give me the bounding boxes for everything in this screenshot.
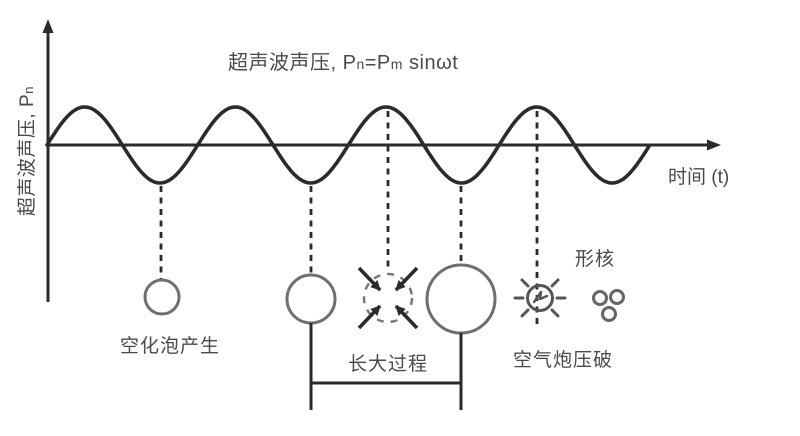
chart-title: 超声波声压, Pn=Pm sinωt bbox=[228, 52, 459, 74]
bubble-large-icon bbox=[425, 263, 497, 335]
bubble-small-icon bbox=[143, 278, 181, 316]
y-axis-arrowhead-icon bbox=[42, 19, 54, 33]
burst-rays bbox=[513, 278, 567, 318]
x-axis-arrowhead-icon bbox=[707, 139, 721, 151]
bubble-compressed-icon bbox=[362, 272, 414, 324]
x-axis-label: 时间 (t) bbox=[668, 167, 730, 188]
y-axis-label: 超声波声压, Pn bbox=[17, 85, 38, 217]
burst-icon bbox=[513, 278, 567, 318]
label-nucleation: 形核 bbox=[575, 249, 616, 270]
nucleation-bubbles-icon bbox=[592, 289, 625, 322]
label-cavitation: 空化泡产生 bbox=[120, 336, 221, 357]
label-collapse: 空气炮压破 bbox=[513, 350, 614, 371]
sine-wave bbox=[45, 105, 651, 185]
growth-bracket bbox=[309, 323, 463, 410]
bubble-medium-icon bbox=[285, 273, 337, 325]
compression-arrows-icon bbox=[357, 266, 419, 330]
label-growth: 长大过程 bbox=[348, 354, 429, 375]
